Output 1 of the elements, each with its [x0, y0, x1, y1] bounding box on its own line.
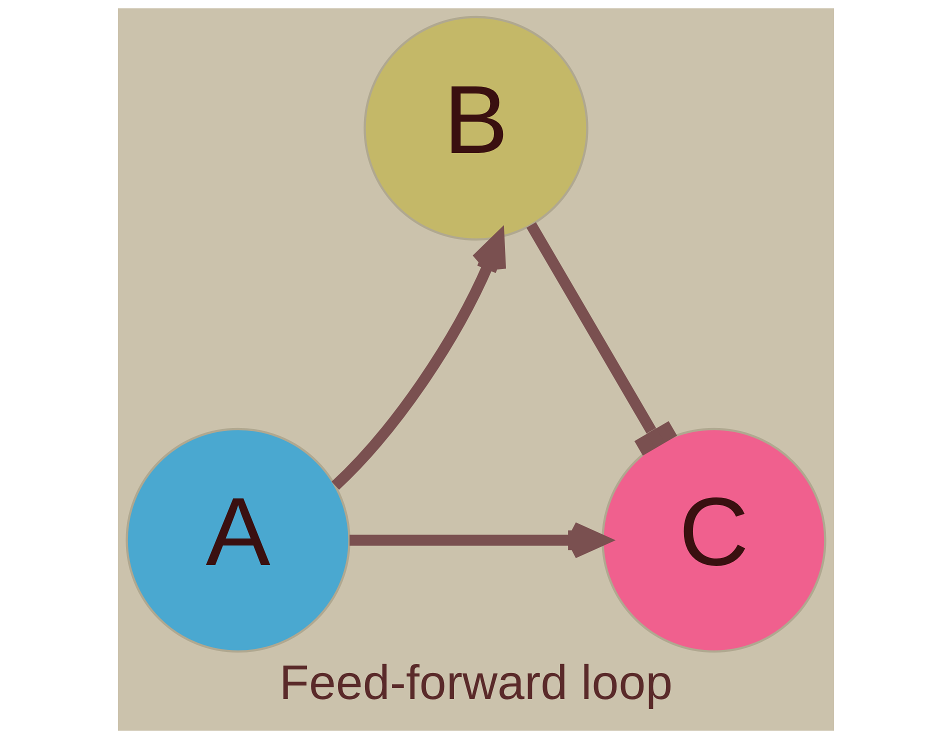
caption: Feed-forward loop	[279, 656, 673, 710]
